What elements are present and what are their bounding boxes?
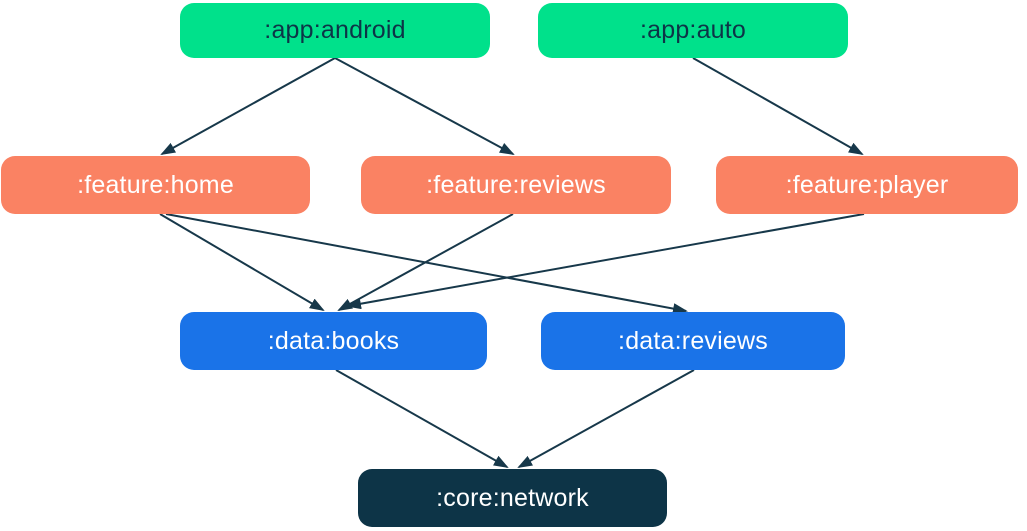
node-label: :core:network <box>436 483 589 512</box>
node-label: :data:reviews <box>618 326 768 355</box>
edge-app-android-to-feature-home <box>160 57 336 155</box>
edge-data-reviews-to-core-network <box>517 369 695 468</box>
node-core-network: :core:network <box>358 469 667 527</box>
node-feature-home: :feature:home <box>1 156 310 214</box>
node-feature-player: :feature:player <box>716 156 1018 214</box>
node-label: :app:android <box>264 16 406 44</box>
node-data-reviews: :data:reviews <box>541 312 845 370</box>
edge-app-auto-to-feature-player <box>692 57 864 155</box>
edge-feature-home-to-data-books <box>159 213 325 312</box>
edge-app-android-to-feature-reviews <box>334 57 515 155</box>
node-label: :feature:reviews <box>426 170 606 199</box>
node-label: :feature:player <box>785 170 949 199</box>
node-app-auto: :app:auto <box>538 3 848 58</box>
node-app-android: :app:android <box>180 3 490 58</box>
edge-data-books-to-core-network <box>335 369 509 468</box>
node-data-books: :data:books <box>180 312 487 370</box>
node-label: :app:auto <box>639 16 747 44</box>
edge-feature-player-to-data-books <box>346 213 865 310</box>
node-label: :data:books <box>267 326 400 355</box>
node-feature-reviews: :feature:reviews <box>361 156 671 214</box>
edge-feature-reviews-to-data-books <box>337 213 514 311</box>
node-label: :feature:home <box>77 170 234 199</box>
